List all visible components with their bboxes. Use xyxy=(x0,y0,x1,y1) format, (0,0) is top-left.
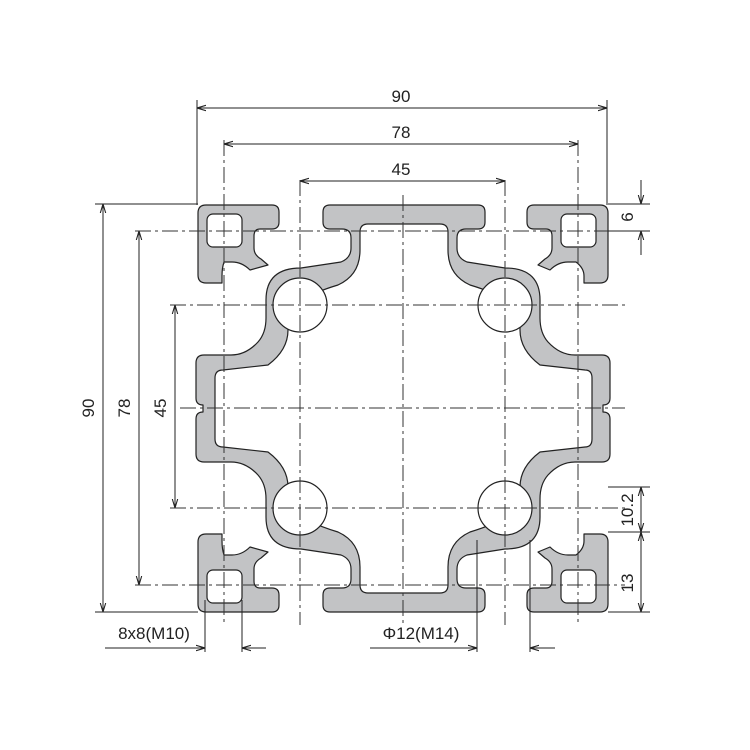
dim-hole-offset: 10.2 xyxy=(618,493,637,526)
dim-height-overall: 90 xyxy=(79,399,98,418)
center-lines xyxy=(135,140,625,625)
extension-lines xyxy=(95,100,650,652)
dimension-lines xyxy=(103,108,641,648)
dim-height-hole-centers: 45 xyxy=(151,399,170,418)
dim-slot-depth: 6 xyxy=(618,212,637,221)
dim-corner-offset: 13 xyxy=(618,574,637,593)
dim-width-slot-centers: 78 xyxy=(392,123,411,142)
dim-height-slot-centers: 78 xyxy=(115,399,134,418)
dim-width-hole-centers: 45 xyxy=(392,160,411,179)
profile-cross-section xyxy=(195,204,611,613)
dim-round-hole: Φ12(M14) xyxy=(383,624,460,643)
dim-square-hole: 8x8(M10) xyxy=(118,624,190,643)
dim-width-overall: 90 xyxy=(392,87,411,106)
